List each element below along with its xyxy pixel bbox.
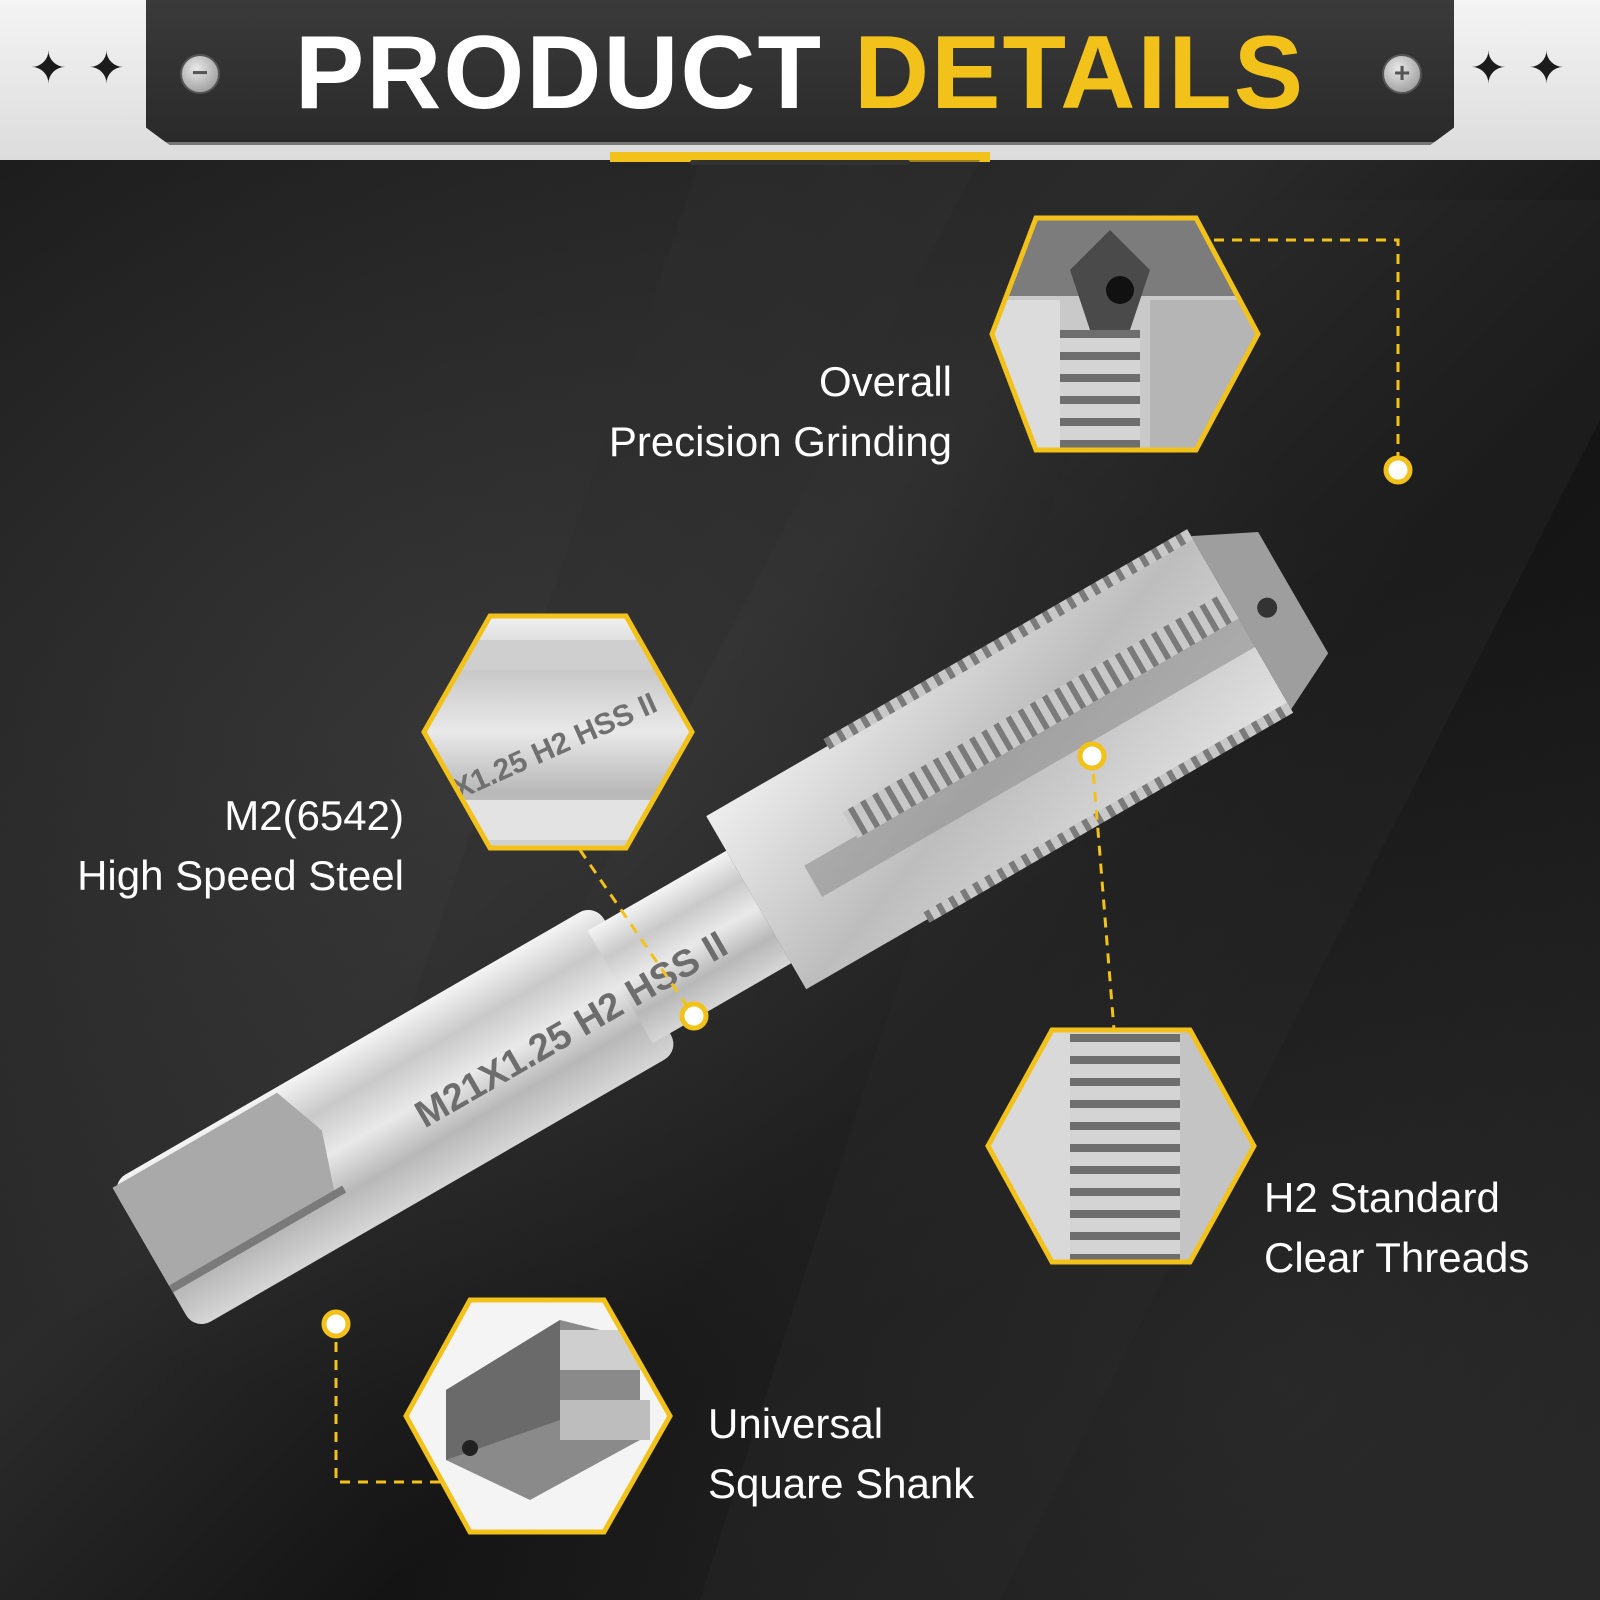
feature-line1: M2(6542) xyxy=(224,792,404,839)
plus-screw-icon: + xyxy=(1382,54,1422,94)
tap-tip xyxy=(1191,532,1329,710)
sparkle-icon: ✦ xyxy=(30,43,67,94)
callout-dot-material xyxy=(679,1001,709,1031)
feature-precision: Overall Precision Grinding xyxy=(560,352,952,472)
feature-shank: Universal Square Shank xyxy=(708,1394,974,1514)
header-plate xyxy=(146,0,1454,145)
feature-line2: Clear Threads xyxy=(1264,1234,1530,1281)
hex-zoom-shank xyxy=(403,1297,673,1535)
feature-line1: H2 Standard xyxy=(1264,1174,1500,1221)
feature-line2: Precision Grinding xyxy=(608,418,952,465)
page-title: PRODUCT DETAILS xyxy=(146,18,1454,128)
tap-threads xyxy=(842,592,1239,839)
header-accent-bar xyxy=(610,152,990,162)
feature-threads: H2 Standard Clear Threads xyxy=(1264,1168,1529,1288)
title-part-white: PRODUCT xyxy=(294,15,824,131)
square-shank-flat xyxy=(112,1092,335,1288)
hex-zoom-precision xyxy=(989,215,1261,453)
light-streak xyxy=(380,160,980,1100)
callout-dot-threads xyxy=(1077,741,1107,771)
tap-neck xyxy=(587,850,792,1044)
header-accent-slot xyxy=(690,160,910,165)
light-streak xyxy=(700,200,1600,1600)
feature-line1: Overall xyxy=(818,358,952,405)
connector-threads xyxy=(1090,755,1116,1031)
connector-shank xyxy=(334,1324,452,1484)
feature-line1: Universal xyxy=(708,1400,884,1447)
feature-line2: Square Shank xyxy=(708,1460,975,1507)
connector-material xyxy=(578,849,696,1017)
callout-dot-shank xyxy=(321,1309,351,1339)
callout-dot-precision xyxy=(1383,455,1413,485)
feature-line2: High Speed Steel xyxy=(77,852,404,899)
title-part-yellow: DETAILS xyxy=(853,15,1306,131)
sparkle-icon: ✦ xyxy=(1470,43,1507,94)
sparkle-icon: ✦ xyxy=(88,43,125,94)
connector-precision xyxy=(1196,238,1400,470)
feature-material: M2(6542) High Speed Steel xyxy=(20,786,404,906)
minus-screw-icon: − xyxy=(180,54,220,94)
sparkle-icon: ✦ xyxy=(1528,43,1565,94)
